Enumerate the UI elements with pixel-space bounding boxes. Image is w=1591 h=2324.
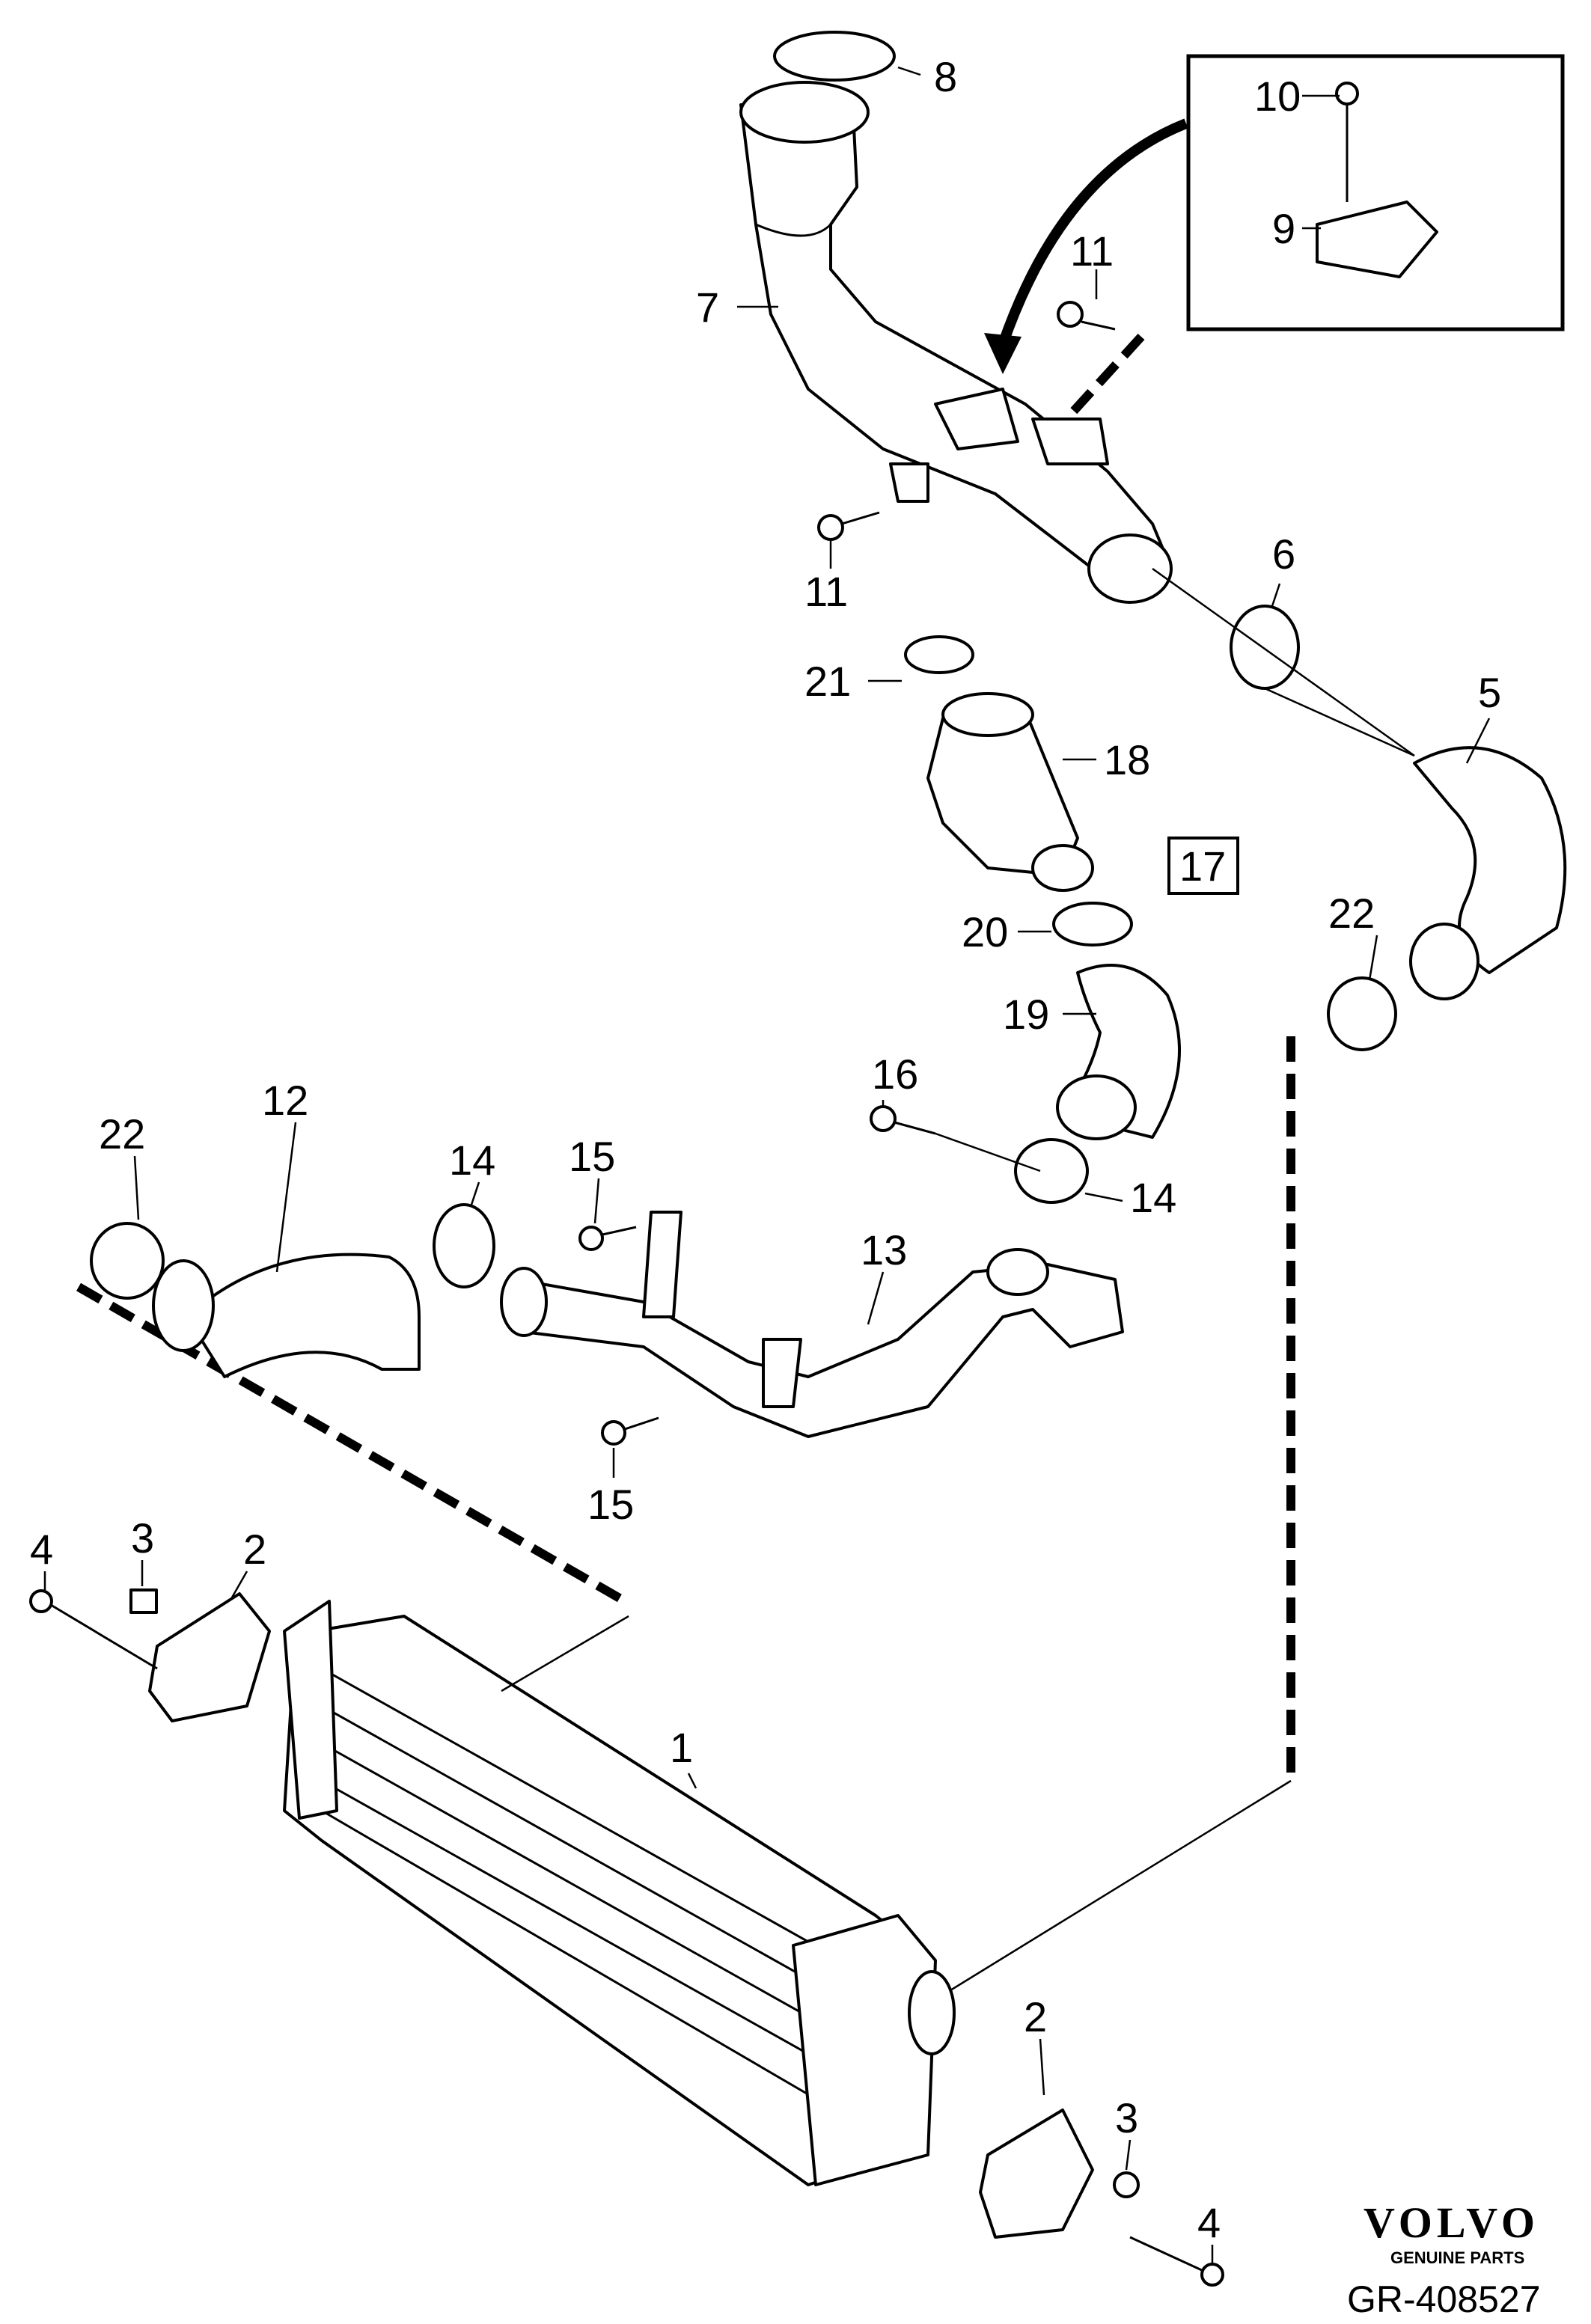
intercooler [283,1600,956,2186]
seal-ring-22-right [1327,976,1397,1051]
hose-clamp-20 [1052,902,1133,947]
callout-8: 8 [934,53,957,100]
intercooler-outlet [908,1970,956,2055]
callout-17-box: 17 [1167,837,1239,895]
callout-5: 5 [1478,669,1501,716]
pipe-inlet-ring [739,81,870,144]
bolt-15-lower [601,1416,659,1446]
callout-3-left: 3 [131,1514,154,1562]
charge-air-pipe-13 [500,1211,1124,1438]
callout-18: 18 [1104,736,1150,783]
bolt-15-upper [578,1226,637,1251]
hose-12 [186,1253,421,1378]
charge-air-pipe-upper [739,81,1173,604]
seal-ring-21 [904,635,974,674]
intercooler-end-tank [792,1914,937,2186]
bracket-tab [1031,418,1109,465]
bolt-11-upper [1057,301,1116,331]
bolt-11-lower [817,511,880,541]
callout-13: 13 [861,1226,907,1273]
brand-logo: VOLVO [1364,2198,1539,2247]
hose-clamp-14-left [433,1203,495,1288]
callout-7: 7 [696,284,719,331]
bolt-4-right [1129,2236,1224,2287]
callout-2-left: 2 [243,1526,266,1573]
callout-22-right: 22 [1328,890,1375,937]
pipe-outlet-ring [1087,533,1173,604]
hose-5 [1413,746,1567,974]
leader-lines [43,66,1491,2263]
callout-15-upper: 15 [569,1133,615,1180]
grommet-3-right [1113,2171,1140,2198]
callout-14-right: 14 [1130,1174,1176,1221]
callout-1: 1 [670,1724,693,1771]
pipe-bracket-lower [762,1338,802,1408]
brand-tagline: GENUINE PARTS [1390,2248,1524,2267]
hose-clamp-14-right [1014,1138,1089,1204]
bolt-16 [870,1105,936,1135]
callout-labels: 8 10 9 11 7 11 6 5 21 18 17 20 19 22 16 … [30,53,1501,2246]
sensor-detail-box [1186,54,1565,331]
pressure-sensor [1316,201,1438,278]
detail-arrow [998,118,1188,346]
intercooler-side-tank [283,1600,338,1820]
callout-4-left: 4 [30,1526,53,1573]
callout-20: 20 [962,908,1008,955]
diagram-reference: GR-408527 [1347,2278,1541,2320]
callout-15-lower: 15 [587,1481,634,1528]
callout-16: 16 [872,1051,918,1098]
callout-14-left: 14 [449,1137,495,1184]
sensor-mount-boss [934,388,1019,450]
sensor-screw-head [1335,82,1359,106]
callout-6: 6 [1272,530,1295,578]
volvo-branding: VOLVO GENUINE PARTS GR-408527 [1347,2198,1541,2320]
mount-bracket-2-left [148,1592,271,1722]
clip-tab [889,462,929,503]
detail-arrowhead [984,333,1022,374]
seal-ring-8 [773,31,896,82]
hose-5-connector [1409,923,1479,1000]
callout-10: 10 [1254,73,1301,120]
callout-19: 19 [1003,991,1049,1038]
grommet-3-left [129,1588,158,1614]
callout-22-left: 22 [99,1110,145,1158]
pipe-bracket [642,1211,682,1318]
callout-21: 21 [804,658,851,705]
callout-12: 12 [262,1077,308,1124]
callout-3-right: 3 [1115,2094,1138,2141]
dashed-connection-lines [76,333,1295,1777]
hose-clamp-6 [1230,605,1300,690]
callout-9: 9 [1272,205,1295,252]
callout-4-right: 4 [1197,2199,1221,2246]
pipe-18 [926,692,1094,892]
callout-2-right: 2 [1024,1993,1047,2040]
seal-ring-22-left [90,1222,165,1300]
mount-bracket-2-right [979,2109,1094,2239]
callout-11-lower: 11 [804,568,848,615]
bolt-4-left [29,1589,158,1670]
callout-17: 17 [1179,843,1226,890]
callout-11-upper: 11 [1070,227,1114,275]
